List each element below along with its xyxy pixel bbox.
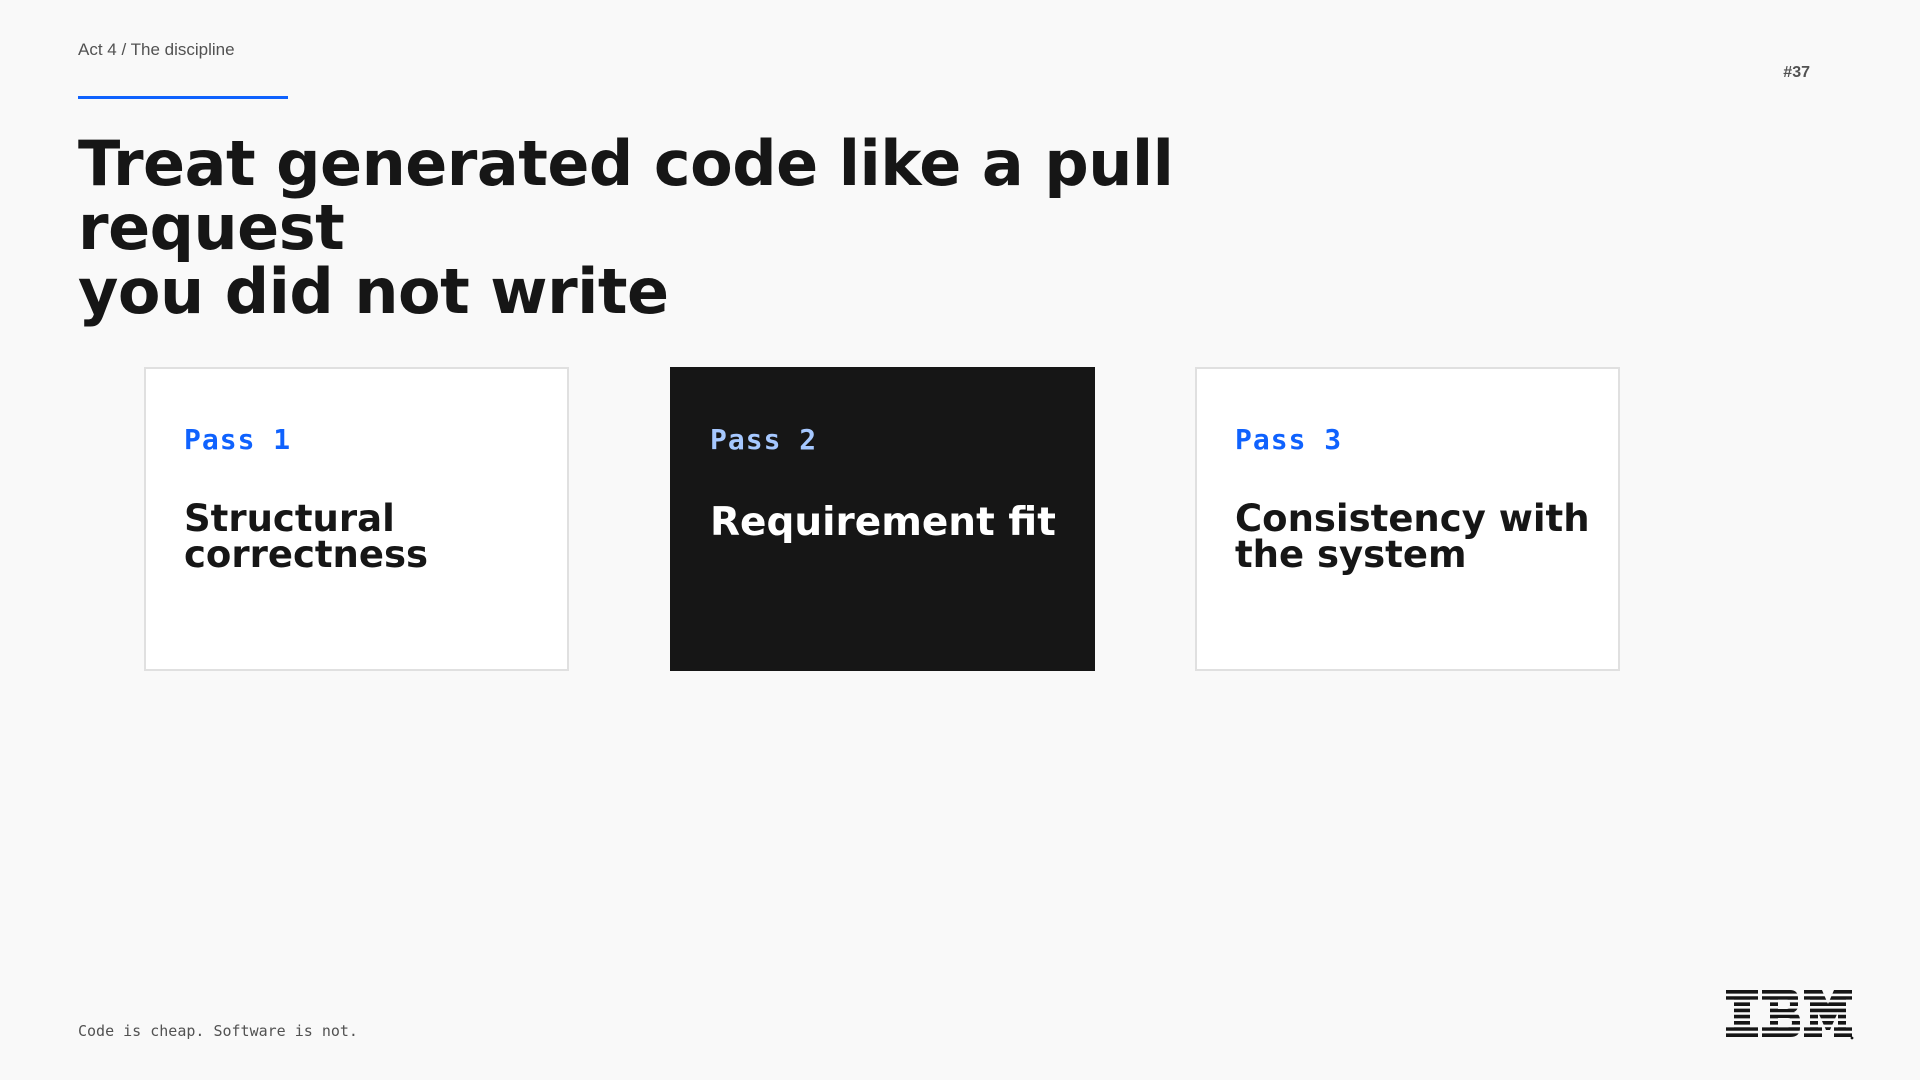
pass-card-3: Pass 3 Consistency with the system [1195, 367, 1620, 671]
pass-card-label: Pass 1 [184, 423, 292, 456]
pass-card-heading: Structural correctness [184, 497, 429, 576]
pass-card-1: Pass 1 Structural correctness [144, 367, 569, 671]
pass-card-heading: Requirement fit [710, 500, 1056, 545]
pass-card-heading: Consistency with the system [1235, 497, 1590, 576]
ibm-logo-icon [1726, 990, 1854, 1040]
slide-number: #37 [1783, 64, 1810, 81]
pass-card-label: Pass 3 [1235, 423, 1343, 456]
page-title-line-1: Treat generated code like a pull request [78, 127, 1174, 264]
accent-rule [78, 96, 288, 99]
pass-card-label: Pass 2 [710, 423, 818, 456]
pass-card-2: Pass 2 Requirement fit [670, 367, 1095, 671]
page-title: Treat generated code like a pull request… [78, 132, 1378, 324]
breadcrumb: Act 4 / The discipline [78, 40, 235, 59]
footer-tagline: Code is cheap. Software is not. [78, 1022, 358, 1040]
page-title-line-2: you did not write [78, 255, 669, 328]
